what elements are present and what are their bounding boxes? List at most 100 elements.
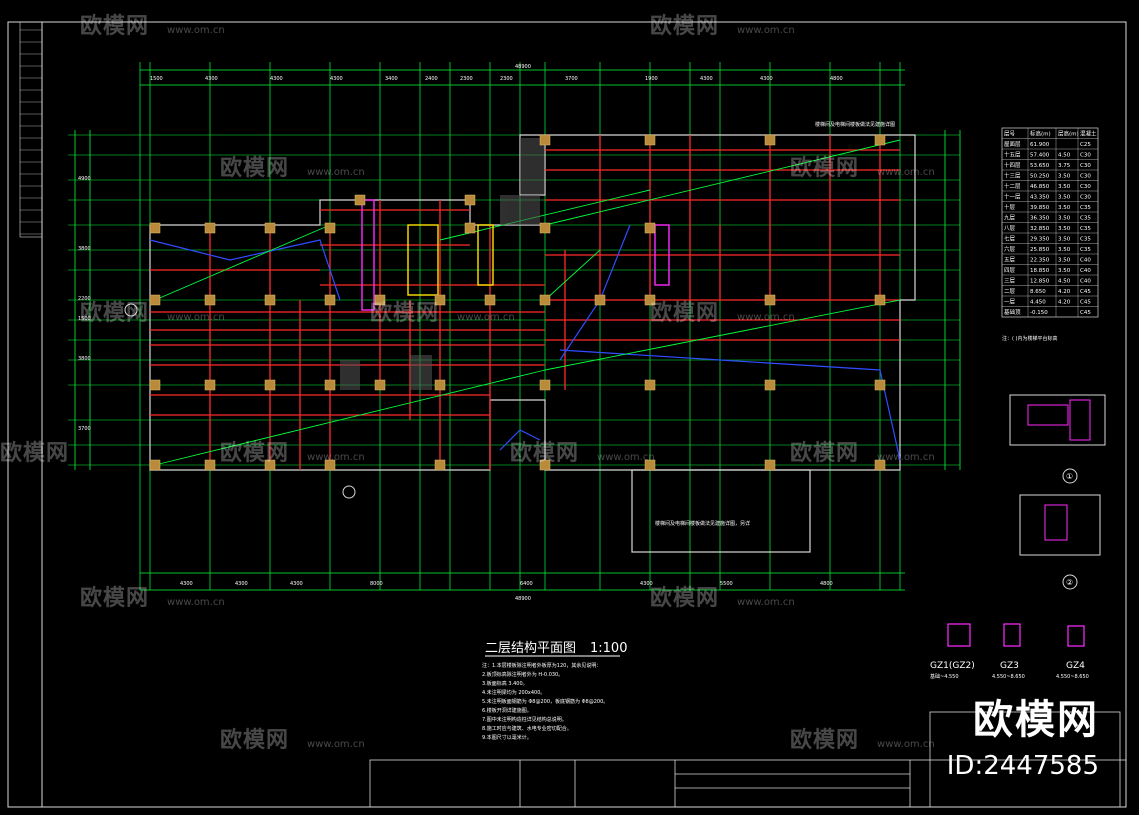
table-cell: 3.50 (1058, 174, 1071, 180)
column (324, 294, 336, 306)
table-cell: C40 (1080, 258, 1091, 264)
column (484, 294, 496, 306)
table-cell: 22.350 (1030, 258, 1050, 264)
table-cell: 八层 (1004, 225, 1016, 232)
column (539, 222, 551, 234)
table-cell: 3.75 (1058, 163, 1071, 169)
column (149, 459, 161, 471)
general-notes: 注：1.本层楼板除注明者外板厚为120，其余见说明：2.板顶标高除注明者外为 H… (482, 662, 608, 741)
column (644, 134, 656, 146)
table-header-cell: 标高(m) (1030, 130, 1051, 138)
table-cell: C30 (1080, 195, 1091, 201)
table-cell: 3.50 (1058, 195, 1071, 201)
box-annotation: 楼梯间及电梯间楼板做法见建施详图，另详 (655, 520, 750, 527)
note-line: 2.板顶标高除注明者外为 H-0.030。 (482, 671, 563, 678)
note-line: 6.楼板开洞详建施图。 (482, 707, 532, 714)
column-elev-gz4: 4.550~8.650 (1056, 674, 1089, 680)
table-cell: 二层 (1004, 288, 1016, 295)
column (149, 379, 161, 391)
top-dim-label: 1500 (150, 76, 163, 82)
table-cell: 一层 (1004, 299, 1016, 306)
bottom-dim-label: 4300 (640, 581, 653, 587)
table-cell: 3.50 (1058, 226, 1071, 232)
table-cell: 屋面层 (1004, 141, 1021, 148)
top-dim-label: 2300 (500, 76, 513, 82)
table-cell: 36.350 (1030, 216, 1050, 222)
stair-elevator-marks (361, 199, 670, 311)
table-cell: C30 (1080, 184, 1091, 190)
table-cell: 61.900 (1030, 142, 1050, 148)
column-label-gz1: GZ1(GZ2) (930, 661, 975, 671)
top-dim-label: 2300 (460, 76, 473, 82)
table-cell: C35 (1080, 216, 1091, 222)
table-cell: 29.350 (1030, 237, 1050, 243)
top-dim-label: 3400 (385, 76, 398, 82)
column (204, 379, 216, 391)
drawing-title: 二层结构平面图 (485, 641, 576, 656)
column-layout (149, 134, 886, 471)
table-cell: C40 (1080, 268, 1091, 274)
note-line: 3.板面标高 3.400。 (482, 680, 528, 687)
detail-label-1: ① (1066, 472, 1073, 481)
column (644, 294, 656, 306)
table-cell: 十层 (1004, 203, 1016, 211)
column (644, 459, 656, 471)
table-cell: 4.450 (1030, 300, 1046, 306)
column (264, 222, 276, 234)
column (324, 222, 336, 234)
bottom-dim-label: 6400 (520, 581, 533, 587)
bottom-dim-label: 4300 (235, 581, 248, 587)
column-sections (947, 623, 1085, 647)
column (434, 459, 446, 471)
table-cell: C40 (1080, 279, 1091, 285)
left-dim-label: 3800 (78, 246, 91, 252)
top-dim-label: 3700 (565, 76, 578, 82)
table-cell: 七层 (1004, 235, 1016, 243)
table-cell: 25.850 (1030, 247, 1050, 253)
column (354, 194, 366, 206)
table-cell: C35 (1080, 205, 1091, 211)
table-cell: 53.650 (1030, 163, 1050, 169)
table-cell: C30 (1080, 153, 1091, 159)
column (204, 459, 216, 471)
section-details (1009, 394, 1106, 590)
table-cell: 十五层 (1004, 151, 1021, 159)
column (434, 379, 446, 391)
column-elev-gz3: 4.550~8.650 (992, 674, 1025, 680)
axis-bubbles (124, 303, 356, 499)
column (539, 459, 551, 471)
left-dim-label: 4900 (78, 176, 91, 182)
column-label-gz3: GZ3 (1000, 661, 1019, 671)
column (764, 379, 776, 391)
left-dim-label: 3800 (78, 356, 91, 362)
table-cell: 四层 (1004, 267, 1016, 274)
table-cell: 十四层 (1004, 161, 1021, 169)
bottom-dim-label: 4300 (180, 581, 193, 587)
table-cell: 五层 (1004, 257, 1016, 264)
column (874, 294, 886, 306)
note-line: 5.未注明板面钢筋为 Φ8@200，板底钢筋为 Φ8@200。 (482, 698, 608, 705)
top-dim-label: 4300 (270, 76, 283, 82)
bottom-dim-label: 5500 (720, 581, 733, 587)
table-header-cell: 混凝土 (1080, 130, 1097, 138)
note-line: 7.图中未注明构造柱详见结构总说明。 (482, 716, 567, 723)
column (374, 294, 386, 306)
table-cell: 基础顶 (1004, 308, 1021, 316)
column (464, 194, 476, 206)
column (874, 379, 886, 391)
top-dim-label: 4300 (700, 76, 713, 82)
column (264, 379, 276, 391)
column (874, 134, 886, 146)
detail-label-2: ② (1066, 578, 1073, 587)
table-cell: C25 (1080, 142, 1091, 148)
column (434, 294, 446, 306)
column (539, 294, 551, 306)
table-cell: 18.850 (1030, 268, 1050, 274)
column (149, 294, 161, 306)
table-cell: C45 (1080, 289, 1091, 295)
column (264, 459, 276, 471)
column (264, 294, 276, 306)
